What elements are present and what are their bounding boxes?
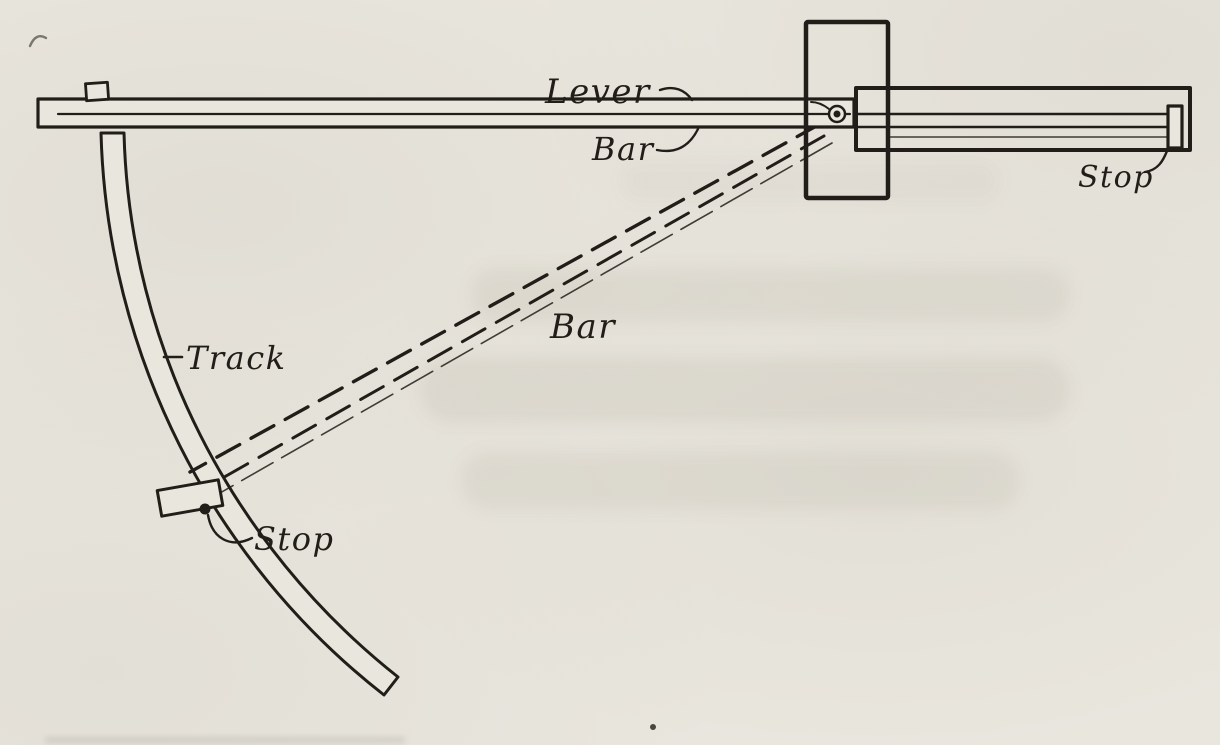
bar-stop [1166,104,1184,150]
housing-outline [854,86,1192,152]
page-bleedthrough [420,160,1070,510]
bar-swung-edge-thin [205,142,833,502]
track-stop-pin [199,503,211,515]
bleed-smudge [460,452,1020,510]
track-label: Track [186,339,287,377]
track-stop-pointer [206,513,254,544]
pivot-pin [833,110,841,118]
bar-upper-label: Bar [591,130,655,168]
scan-edge-smudge [45,737,405,743]
curved-track [99,131,400,697]
lever-assembly [36,80,856,129]
bar-swung-edge-top [188,122,822,474]
bar-stop-pointer [1143,149,1169,174]
paper-specks [28,35,656,743]
bleed-smudge [420,358,1070,422]
track-body [99,131,400,697]
ink-speck [650,724,656,730]
bar-housing [854,86,1192,152]
track-stop-group [155,478,225,518]
bleed-smudge [620,160,1000,202]
track-stop [155,478,225,518]
pivot-hook [810,101,830,110]
bleed-smudge [470,268,1070,322]
lever-end-tab [84,80,111,103]
figure-labels: Lever Bar Bar Track Stop Stop [186,72,1154,558]
bar-swung-position [188,122,833,502]
leader-lines [162,86,1169,544]
lever-pointer [658,86,694,102]
pivot [810,101,847,124]
bar-upper-pointer [655,127,700,153]
bar-swung-edge-bottom [196,134,826,494]
bar-swung-label: Bar [549,307,616,347]
bar-stop-label: Stop [1078,160,1154,195]
ink-speck [28,35,48,48]
lever-label: Lever [544,72,651,112]
track-stop-label: Stop [254,520,335,558]
guide-block [803,19,891,201]
